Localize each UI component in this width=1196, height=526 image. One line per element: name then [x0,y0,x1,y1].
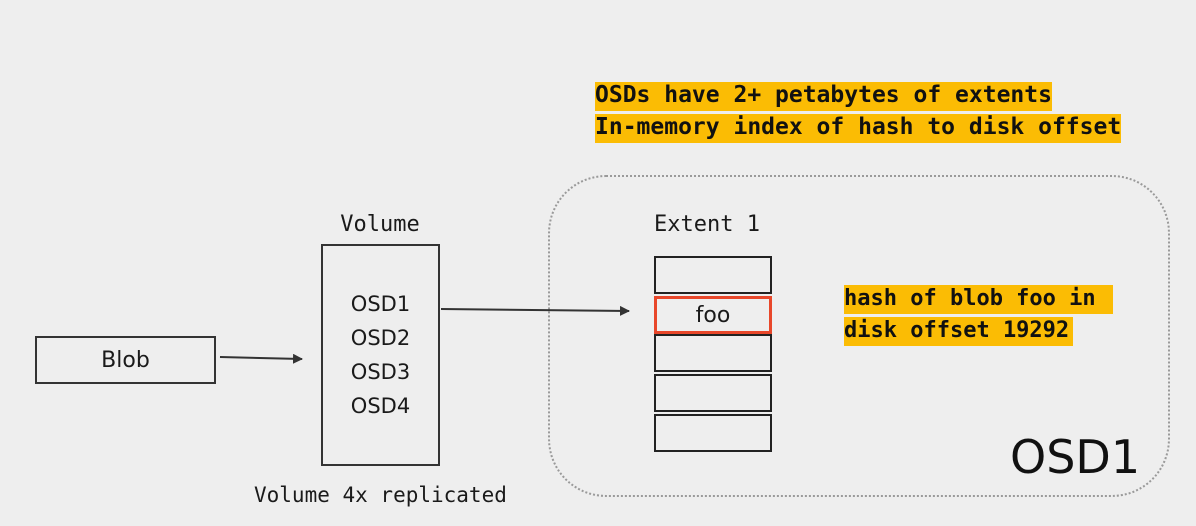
arrow-blob-to-volume [219,353,303,364]
blob-label: Blob [101,347,150,373]
osd-region [548,175,1170,497]
volume-osd-item: OSD1 [350,292,411,316]
extent-cell [654,374,772,412]
annotation-hash-location: hash of blob foo in [844,285,1113,314]
extent-cell [654,334,772,372]
extent-cell [654,256,772,294]
annotation-disk-offset: disk offset 19292 [844,317,1074,346]
volume-title: Volume [340,212,420,237]
arrow-volume-to-extent [440,305,630,316]
volume-osd-item: OSD4 [350,394,411,418]
volume-box: OSD1 OSD2 OSD3 OSD4 [321,244,440,466]
volume-osd-item: OSD3 [350,360,411,384]
annotation-memory-index: In-memory index of hash to disk offset [595,114,1122,143]
annotation-osd-capacity: OSDs have 2+ petabytes of extents [595,82,1052,111]
osd-region-label: OSD1 [1010,430,1141,484]
volume-osd-item: OSD2 [350,326,411,350]
volume-caption: Volume 4x replicated [254,483,507,507]
volume-osd-list: OSD1 OSD2 OSD3 OSD4 [323,287,438,423]
extent-cell-highlighted: foo [654,296,772,334]
extent-cell [654,414,772,452]
extent-title: Extent 1 [654,212,760,237]
extent-cell-label: foo [695,302,731,328]
blob-box: Blob [35,336,216,384]
